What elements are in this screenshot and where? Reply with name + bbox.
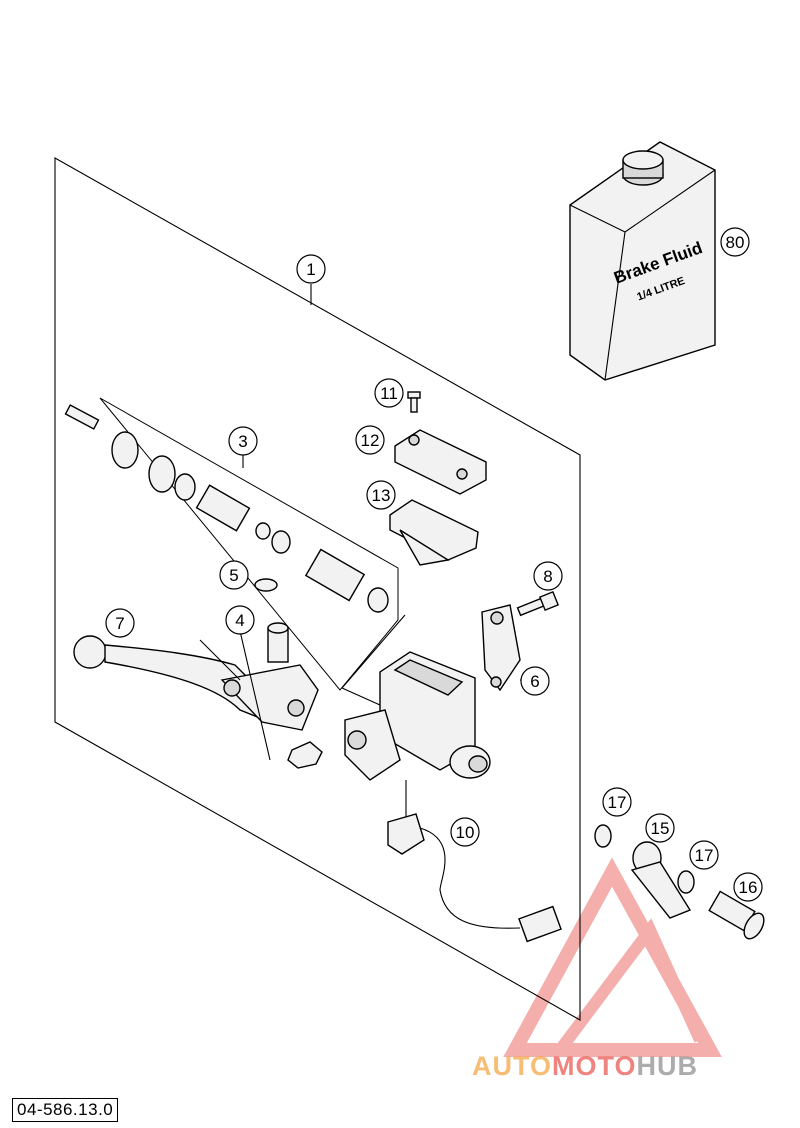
svg-text:7: 7 <box>115 614 124 633</box>
brake-light-switch <box>387 780 562 943</box>
brake-lever <box>73 635 271 721</box>
lever-pivot <box>220 622 323 769</box>
svg-text:4: 4 <box>235 611 244 630</box>
callout-17a: 17 <box>602 787 632 817</box>
callout-7: 7 <box>105 608 135 638</box>
callout-80: 80 <box>720 227 750 257</box>
svg-text:80: 80 <box>726 233 745 252</box>
reservoir-cover <box>394 429 487 495</box>
watermark-auto: AUTO <box>472 1051 552 1081</box>
piston-group-outline <box>99 397 399 691</box>
svg-text:3: 3 <box>238 432 247 451</box>
callout-17b: 17 <box>689 840 719 870</box>
banjo-fitting <box>630 841 692 919</box>
svg-text:17: 17 <box>695 846 714 865</box>
washer-right <box>677 870 695 894</box>
callout-12: 12 <box>355 425 385 455</box>
watermark-moto: MOTO <box>552 1051 637 1081</box>
svg-text:13: 13 <box>372 486 391 505</box>
brake-fluid-bottle: Brake Fluid 1/4 LITRE <box>569 141 716 381</box>
callout-group: 1 3 4 5 6 7 8 10 11 12 13 15 16 17 17 80 <box>105 227 763 902</box>
watermark-text: AUTOMOTOHUB <box>472 1051 698 1081</box>
master-cylinder-body <box>341 604 521 781</box>
callout-5: 5 <box>219 560 249 590</box>
callout-1: 1 <box>296 254 326 284</box>
callout-15: 15 <box>645 813 675 843</box>
watermark-hub: HUB <box>637 1051 699 1081</box>
bolt-part <box>516 590 560 617</box>
callout-4: 4 <box>225 605 255 635</box>
piston-seals <box>111 431 389 613</box>
svg-text:6: 6 <box>530 672 539 691</box>
callout-11: 11 <box>374 378 404 408</box>
svg-text:11: 11 <box>380 384 398 403</box>
svg-text:1: 1 <box>306 260 315 279</box>
kit-outline <box>54 157 581 1021</box>
callout-16: 16 <box>733 872 763 902</box>
reservoir-diaphragm <box>389 499 479 566</box>
diagram-reference-number: 04-586.13.0 <box>12 1098 119 1122</box>
callout-10: 10 <box>450 817 480 847</box>
svg-text:15: 15 <box>651 819 670 838</box>
watermark-logo <box>503 857 722 1057</box>
washer-left <box>594 824 612 848</box>
svg-text:17: 17 <box>608 793 627 812</box>
callout-3: 3 <box>228 426 258 456</box>
svg-text:8: 8 <box>543 567 552 586</box>
callout-8: 8 <box>533 561 563 591</box>
svg-text:12: 12 <box>361 431 380 450</box>
callout-13: 13 <box>366 480 396 510</box>
screw-part <box>407 391 421 413</box>
svg-text:5: 5 <box>229 566 238 585</box>
svg-text:16: 16 <box>739 878 758 897</box>
pin-part <box>64 404 100 430</box>
callout-6: 6 <box>520 666 550 696</box>
svg-text:10: 10 <box>456 823 475 842</box>
svg-text:AUTOMOTOHUB: AUTOMOTOHUB <box>472 1051 698 1081</box>
banjo-bolt <box>708 890 765 940</box>
